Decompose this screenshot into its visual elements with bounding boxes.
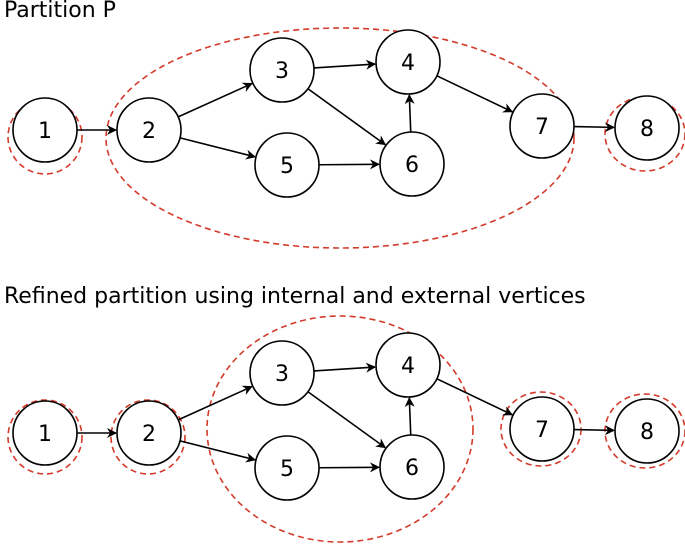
node-circle [254,435,320,501]
node-circle [375,29,441,95]
node-6: 6 [379,131,445,197]
node-label: 4 [401,51,415,76]
node-2: 2 [116,97,182,163]
edge-6-4 [404,93,415,133]
node-7: 7 [509,396,575,462]
edge-7-8 [573,122,616,133]
node-label: 1 [38,422,52,447]
node-circle [254,132,320,198]
node-label: 3 [275,59,289,84]
edge-2-3 [177,82,253,118]
node-circle [379,434,445,500]
edge-3-4 [313,362,377,373]
node-circle [614,95,680,161]
node-8: 8 [614,95,680,161]
node-circle [12,97,78,163]
partition-3-4-5-6 [206,315,474,543]
node-1: 1 [12,97,78,163]
node-circle [249,37,315,103]
node-7: 7 [509,93,575,159]
node-5: 5 [254,132,320,198]
node-5: 5 [254,435,320,501]
node-label: 5 [280,154,294,179]
edge-4-7 [436,75,514,113]
node-label: 2 [142,422,156,447]
node-label: 5 [280,457,294,482]
diagram-refined-partition: 1 2 3 4 5 6 7 8 [7,315,685,543]
edge-2-5 [179,440,256,463]
node-label: 7 [535,115,549,140]
node-label: 6 [405,456,419,481]
node-2: 2 [116,400,182,466]
node-circle [116,400,182,466]
node-label: 6 [405,153,419,178]
node-label: 7 [535,418,549,443]
node-label: 4 [401,354,415,379]
node-label: 1 [38,119,52,144]
node-circle [509,396,575,462]
diagram-title-partition-p: Partition P [4,0,116,23]
node-circle [614,398,680,464]
partition-1 [7,399,83,475]
node-1: 1 [12,400,78,466]
node-circle [379,131,445,197]
node-6: 6 [379,434,445,500]
edge-3-6 [307,391,387,449]
node-label: 8 [640,420,654,445]
node-8: 8 [614,398,680,464]
node-label: 8 [640,117,654,142]
edge-2-3 [177,385,253,421]
node-4: 4 [375,332,441,398]
node-3: 3 [249,37,315,103]
edge-3-6 [307,88,387,146]
node-circle [249,340,315,406]
node-label: 2 [142,119,156,144]
node-3: 3 [249,340,315,406]
node-circle [116,97,182,163]
partition-2-3-4-5-6-7 [105,27,575,249]
node-circle [375,332,441,398]
node-circle [12,400,78,466]
edge-6-4 [404,396,415,436]
edge-4-7 [436,378,514,416]
edge-2-5 [179,137,256,160]
node-circle [509,93,575,159]
node-4: 4 [375,29,441,95]
edge-7-8 [573,425,616,436]
node-label: 3 [275,362,289,387]
partition-2 [110,399,186,475]
edge-3-4 [313,59,377,70]
diagram-partition-p: 1 2 3 4 5 6 7 8 [7,27,685,249]
diagram-title-refined-partition: Refined partition using internal and ext… [4,284,586,309]
